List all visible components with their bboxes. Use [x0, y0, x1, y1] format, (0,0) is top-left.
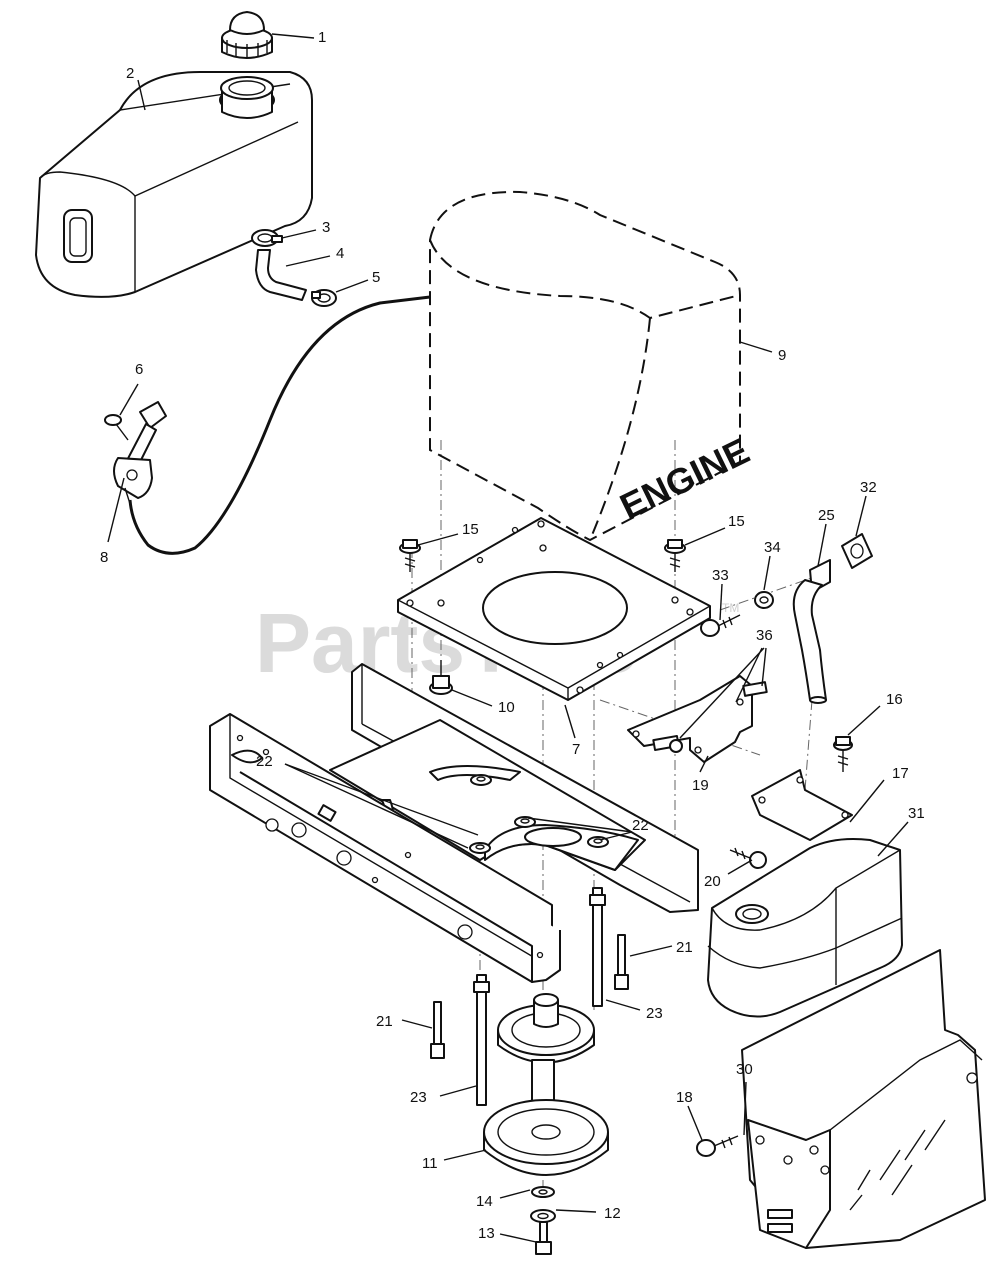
callout-22-left: 22: [256, 753, 273, 770]
bolt-lower-right: [614, 934, 629, 990]
callout-31: 31: [908, 805, 925, 822]
callout-34: 34: [764, 539, 781, 556]
engine-bolt-left: [399, 539, 421, 572]
retaining-bolt: [535, 1221, 552, 1255]
drive-pulley-assembly: [483, 993, 609, 1176]
frame-nut-b: [470, 774, 492, 786]
callout-17: 17: [892, 765, 909, 782]
callout-20: 20: [704, 873, 721, 890]
throttle-control: [113, 401, 167, 511]
frame-nut-c: [514, 816, 536, 828]
callout-14: 14: [476, 1193, 493, 1210]
callout-23-left: 23: [410, 1089, 427, 1106]
muffler-bracket: [627, 675, 753, 763]
fuel-hose: [255, 249, 307, 301]
exhaust-gasket: [754, 591, 774, 609]
callout-1: 1: [318, 29, 326, 46]
muffler-guard: [741, 949, 986, 1249]
guard-bolt: [696, 1135, 739, 1157]
callout-9: 9: [778, 347, 786, 364]
muffler-bolt: [700, 614, 741, 637]
callout-21-right: 21: [676, 939, 693, 956]
callout-36: 36: [756, 627, 773, 644]
muffler-screw-lower: [729, 847, 767, 869]
fuel-tank: [35, 71, 313, 298]
muffler-screw-upper: [833, 736, 853, 772]
bracket-bolt-lower: [652, 734, 683, 753]
callout-15-left: 15: [462, 521, 479, 538]
muffler-mount-plate: [751, 769, 853, 841]
callout-leaders: [107, 33, 909, 1243]
callout-22-right: 22: [632, 817, 649, 834]
callout-7: 7: [572, 741, 580, 758]
callout-30: 30: [736, 1061, 753, 1078]
callout-2: 2: [126, 65, 134, 82]
fuel-cap: [221, 11, 273, 59]
callout-15-right: 15: [728, 513, 745, 530]
bolt-lower-left: [430, 1001, 445, 1059]
flat-washer: [531, 1186, 555, 1198]
threaded-stud-left: [473, 974, 490, 1106]
exhaust-pipe: [792, 559, 831, 704]
engine-outline: ENGINE: [429, 190, 756, 542]
callout-5: 5: [372, 269, 380, 286]
exhaust-flange: [841, 533, 873, 569]
callout-23-right: 23: [646, 1005, 663, 1022]
throttle-cable: [128, 295, 431, 555]
throttle-screw: [104, 414, 129, 441]
callout-4: 4: [336, 245, 344, 262]
callout-21-left: 21: [376, 1013, 393, 1030]
lock-washer: [530, 1209, 556, 1223]
callout-13: 13: [478, 1225, 495, 1242]
engine-mount-bolt-center: [429, 660, 453, 695]
callout-10: 10: [498, 699, 515, 716]
engine-mount-plate: [397, 517, 711, 701]
callout-33: 33: [712, 567, 729, 584]
callout-16: 16: [886, 691, 903, 708]
callout-19: 19: [692, 777, 709, 794]
callout-numbers: 1 2 3 4 5 6 7 8 9 10 11 12 13 14 15 15 1…: [100, 29, 925, 1242]
callout-18: 18: [676, 1089, 693, 1106]
callout-6: 6: [135, 361, 143, 378]
callout-32: 32: [860, 479, 877, 496]
callout-12: 12: [604, 1205, 621, 1222]
threaded-stud-right: [589, 887, 606, 1007]
engine-bolt-right: [664, 539, 686, 572]
bracket-bolt-upper: [742, 681, 768, 697]
frame-nut-a: [469, 842, 491, 854]
callout-25: 25: [818, 507, 835, 524]
muffler: [707, 838, 903, 1018]
fuel-hose-clamp-lower: [311, 289, 337, 307]
callout-11: 11: [422, 1155, 438, 1172]
callout-3: 3: [322, 219, 330, 236]
frame-rail-front: [209, 713, 561, 983]
callout-8: 8: [100, 549, 108, 566]
fuel-hose-clamp-upper: [251, 229, 283, 247]
